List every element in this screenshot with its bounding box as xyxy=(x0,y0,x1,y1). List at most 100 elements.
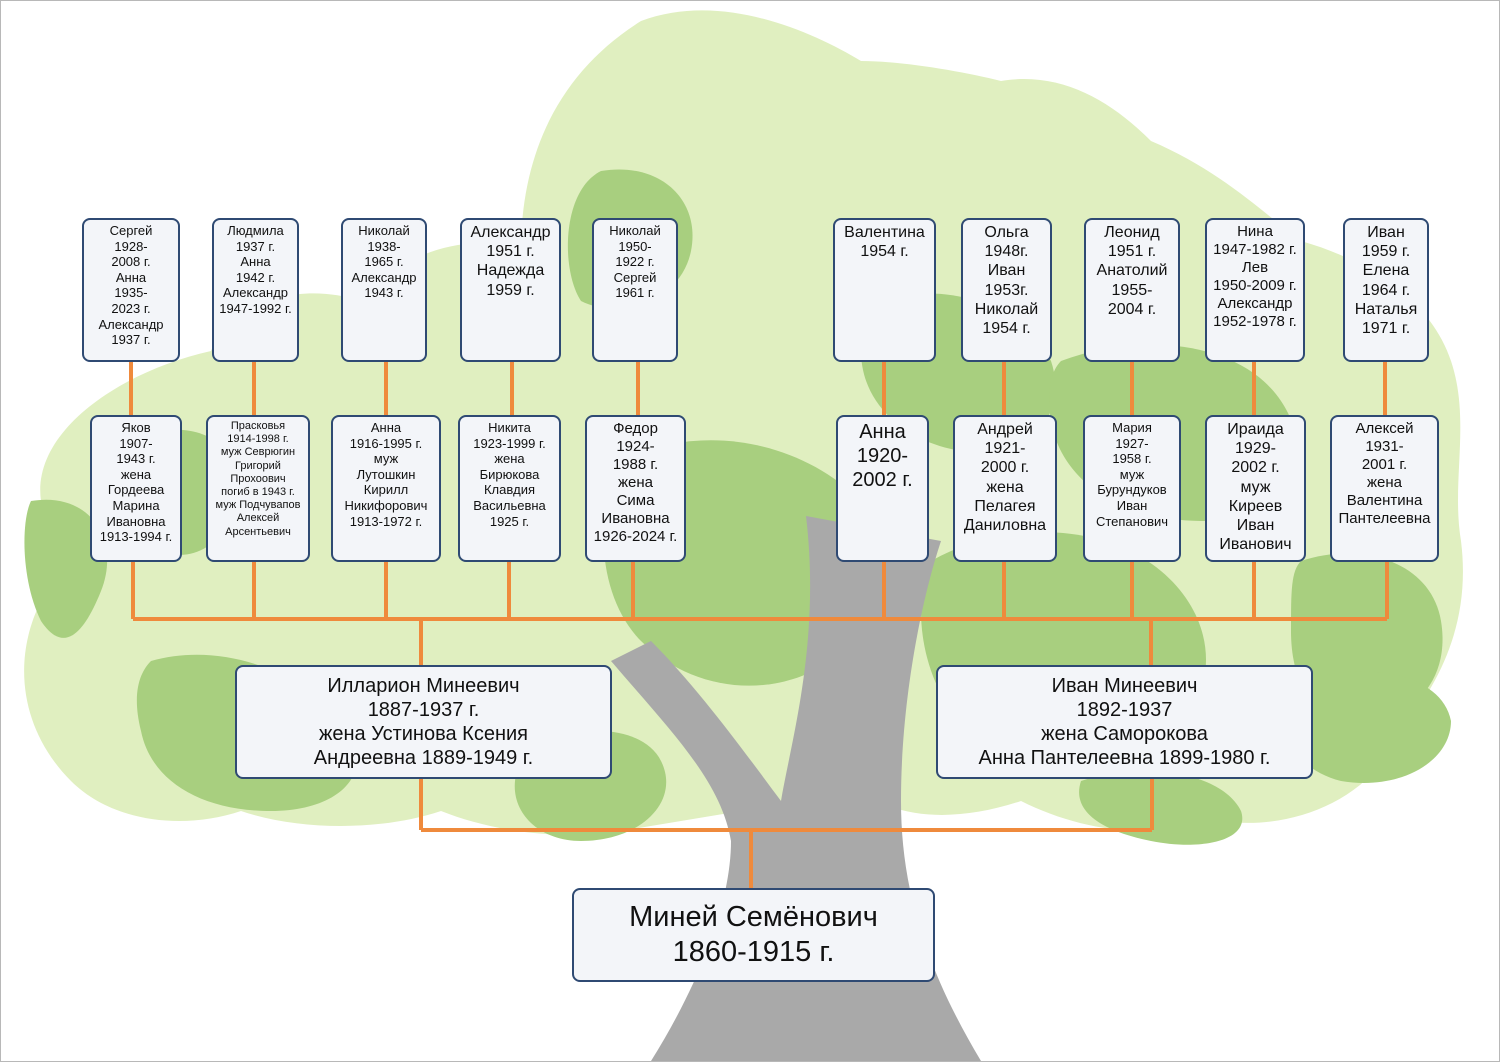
card-line: Марина xyxy=(112,497,160,513)
grandchild-card: Никита 1923-1999 г. жена Бирюкова Клавди… xyxy=(458,415,561,562)
card-line: Ивановна xyxy=(106,513,166,529)
card-line: 1955- xyxy=(1111,281,1153,299)
grandchild-card: Анна 1920- 2002 г. xyxy=(836,415,929,562)
card-line: Васильевна xyxy=(473,497,546,513)
card-line: 1959 г. xyxy=(486,281,535,299)
card-line: Ираида xyxy=(1227,421,1284,438)
card-line: Наталья xyxy=(1354,300,1418,318)
card-line: 1929- xyxy=(1235,440,1276,458)
card-line: Николай xyxy=(974,300,1039,318)
card-line: Иван xyxy=(987,262,1026,280)
card-line: Прохоович xyxy=(230,472,286,485)
card-line: Лев xyxy=(1241,259,1269,276)
card-line: 1921- xyxy=(984,440,1026,458)
grandchild-card: Анна 1916-1995 г. муж Лутошкин Кирилл Ни… xyxy=(331,415,441,562)
card-line: Николай xyxy=(358,223,410,238)
great-grandchild-card: Людмила 1937 г. Анна 1942 г. Александр 1… xyxy=(212,218,299,362)
son-line: Илларион Минеевич xyxy=(327,675,520,697)
card-line: 2000 г. xyxy=(980,459,1030,477)
card-line: 1964 г. xyxy=(1361,281,1411,299)
card-line: Лутошкин xyxy=(356,466,416,482)
great-grandchild-card: Нина 1947-1982 г. Лев 1950-2009 г. Алекс… xyxy=(1205,218,1305,362)
grandchild-card: Яков 1907- 1943 г. жена Гордеева Марина … xyxy=(90,415,182,562)
card-line: 1958 г. xyxy=(1112,451,1152,467)
card-line: 1931- xyxy=(1365,438,1404,455)
card-line: Сергей xyxy=(109,223,153,238)
card-line: Анна xyxy=(115,269,147,285)
great-grandchild-card: Александр 1951 г. Надежда 1959 г. xyxy=(460,218,561,362)
son-line: Иван Минеевич xyxy=(1051,675,1198,697)
great-grandchild-card: Николай 1938- 1965 г. Александр 1943 г. xyxy=(341,218,427,362)
card-line: Никита xyxy=(488,420,531,435)
card-line: Иванович xyxy=(1219,536,1292,554)
card-line: Бирюкова xyxy=(479,466,540,482)
card-line: Александр xyxy=(470,224,551,241)
card-line: жена xyxy=(617,474,653,491)
card-line: 1935- xyxy=(114,285,148,301)
card-line: Алексей xyxy=(1355,420,1414,437)
card-line: Елена xyxy=(1362,262,1410,280)
card-line: Прасковья xyxy=(230,420,286,432)
card-line: Николай xyxy=(609,223,661,238)
root-ancestor-years: 1860-1915 г. xyxy=(672,936,835,968)
grandchild-card: Ираида 1929- 2002 г. муж Киреев Иван Ива… xyxy=(1205,415,1306,562)
card-line: жена xyxy=(1366,474,1402,491)
root-ancestor-name: Миней Семёнович xyxy=(629,901,878,934)
card-line: Валентина xyxy=(1346,492,1423,509)
card-line: Александр xyxy=(1217,295,1293,312)
card-line: Андрей xyxy=(977,421,1033,438)
card-line: 1914-1998 г. xyxy=(227,433,289,446)
card-line: жена xyxy=(120,466,152,482)
son-line: Андреевна 1889-1949 г. xyxy=(313,747,534,769)
card-line: 1937 г. xyxy=(111,332,151,348)
card-line: 2001 г. xyxy=(1361,456,1408,473)
card-line: Надежда xyxy=(476,262,545,280)
card-line: 1952-1978 г. xyxy=(1213,313,1297,330)
card-line: 2002 г. xyxy=(1231,459,1280,477)
card-line: Пантелеевна xyxy=(1338,510,1431,527)
card-line: Нина xyxy=(1237,223,1273,240)
card-line: 1965 г. xyxy=(364,254,404,270)
card-line: 1950- xyxy=(618,238,652,254)
card-line: Ольга xyxy=(984,224,1029,241)
card-line: Алексей xyxy=(236,512,280,525)
card-line: 2002 г. xyxy=(852,469,913,491)
card-line: 1937 г. xyxy=(235,238,276,254)
son-line: 1892-1937 xyxy=(1076,699,1173,721)
son-card-right: Иван Минеевич 1892-1937 жена Саморокова … xyxy=(936,665,1313,779)
card-line: 1926-2024 г. xyxy=(593,528,678,545)
card-line: 1920- xyxy=(856,445,909,467)
card-line: Сергей xyxy=(613,269,657,285)
card-line: 1971 г. xyxy=(1361,319,1411,337)
card-line: Даниловна xyxy=(963,516,1047,534)
card-line: Григорий xyxy=(235,459,281,472)
grandchild-card: Прасковья 1914-1998 г. муж Севрюгин Григ… xyxy=(206,415,310,562)
grandchild-card: Алексей 1931- 2001 г. жена Валентина Пан… xyxy=(1330,415,1439,562)
card-line: 1950-2009 г. xyxy=(1213,277,1297,294)
card-line: 1913-1994 г. xyxy=(99,529,173,545)
card-line: муж xyxy=(373,451,399,467)
card-line: Ивановна xyxy=(601,510,670,527)
card-line: Арсентьевич xyxy=(225,525,291,538)
card-line: Пелагея xyxy=(974,497,1036,515)
card-line: Кирилл xyxy=(363,482,409,498)
card-line: Клавдия xyxy=(483,482,536,498)
card-line: Никифорович xyxy=(344,497,428,513)
connector-lines xyxy=(129,362,1389,888)
card-line: 1948г. xyxy=(984,243,1029,261)
card-line: Анатолий xyxy=(1096,262,1168,280)
great-grandchild-card: Валентина 1954 г. xyxy=(833,218,936,362)
grandchild-card: Андрей 1921- 2000 г. жена Пелагея Данило… xyxy=(953,415,1057,562)
card-line: Сима xyxy=(616,492,655,509)
card-line: 1943 г. xyxy=(364,285,404,301)
grandchild-card: Федор 1924- 1988 г. жена Сима Ивановна 1… xyxy=(585,415,686,562)
card-line: 2008 г. xyxy=(111,254,151,270)
card-line: Яков xyxy=(121,420,151,435)
card-line: 1951 г. xyxy=(486,243,535,261)
card-line: 1916-1995 г. xyxy=(349,435,423,451)
card-line: 1923-1999 г. xyxy=(473,435,546,451)
card-line: муж Севрюгин xyxy=(220,446,296,459)
card-line: 1922 г. xyxy=(615,254,655,270)
card-line: 1925 г. xyxy=(489,513,530,529)
